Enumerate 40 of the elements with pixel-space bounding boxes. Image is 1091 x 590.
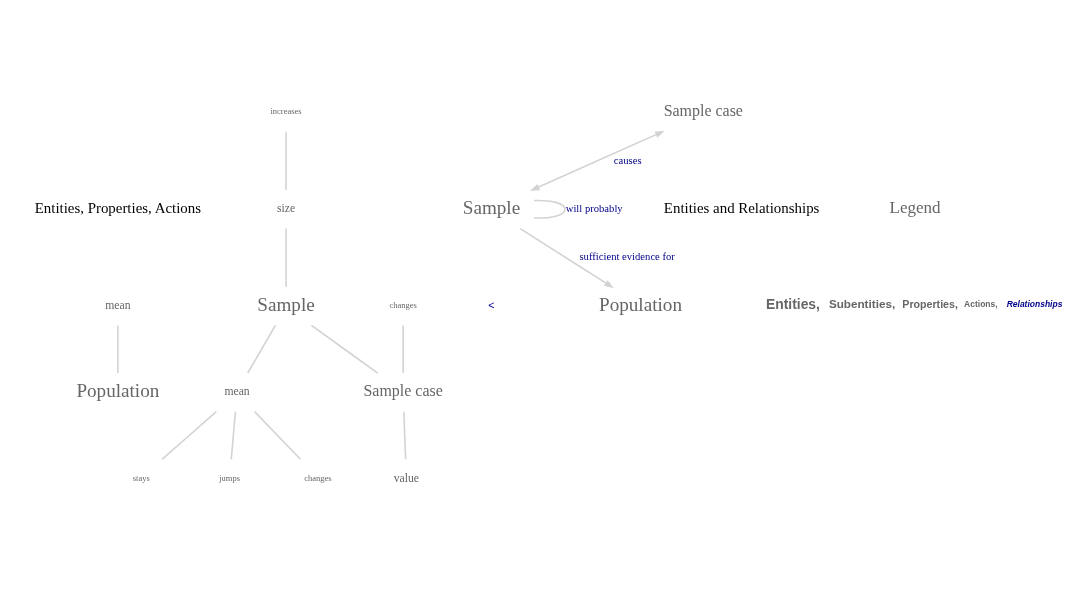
- node-text: Sample: [257, 293, 315, 315]
- edge-label: causes: [613, 154, 642, 166]
- node-text: Population: [76, 379, 160, 401]
- node-text: mean: [224, 384, 250, 398]
- label: Entities,: [766, 295, 820, 312]
- node-text: stays: [132, 472, 150, 483]
- node-text: Sample case: [663, 101, 743, 119]
- node-text: changes: [304, 472, 332, 483]
- node-text: Sample: [462, 196, 521, 218]
- connector: [310, 324, 379, 374]
- connector: [403, 410, 407, 460]
- label: Relationships: [1006, 298, 1063, 309]
- label: Entities, Properties, Actions: [34, 199, 201, 216]
- connector: [533, 199, 566, 219]
- edge-label: will probably: [565, 202, 623, 214]
- node-text: mean: [105, 298, 131, 312]
- edge-label: sufficient evidence for: [579, 250, 675, 262]
- connector: [246, 324, 277, 374]
- connector: [253, 410, 302, 460]
- connector: [117, 324, 119, 374]
- node-text: size: [276, 201, 296, 215]
- node-text: jumps: [219, 472, 241, 483]
- label: Entities and Relationships: [663, 199, 820, 216]
- label: <: [488, 298, 495, 311]
- node-text: value: [393, 471, 419, 485]
- node-text: changes: [389, 299, 417, 310]
- label: Subentities,: [828, 296, 896, 310]
- connector: [285, 227, 287, 288]
- connector: [161, 410, 218, 460]
- connector: [285, 130, 287, 191]
- arrow: [529, 130, 665, 191]
- label: Legend: [889, 197, 941, 217]
- label: Properties,: [902, 297, 958, 310]
- node-text: Sample case: [363, 381, 443, 399]
- node-text: Population: [599, 293, 682, 315]
- node-text: increases: [270, 105, 302, 116]
- connector: [402, 324, 404, 374]
- label: Actions,: [964, 298, 998, 309]
- arrow: [519, 227, 614, 288]
- connector: [230, 410, 237, 460]
